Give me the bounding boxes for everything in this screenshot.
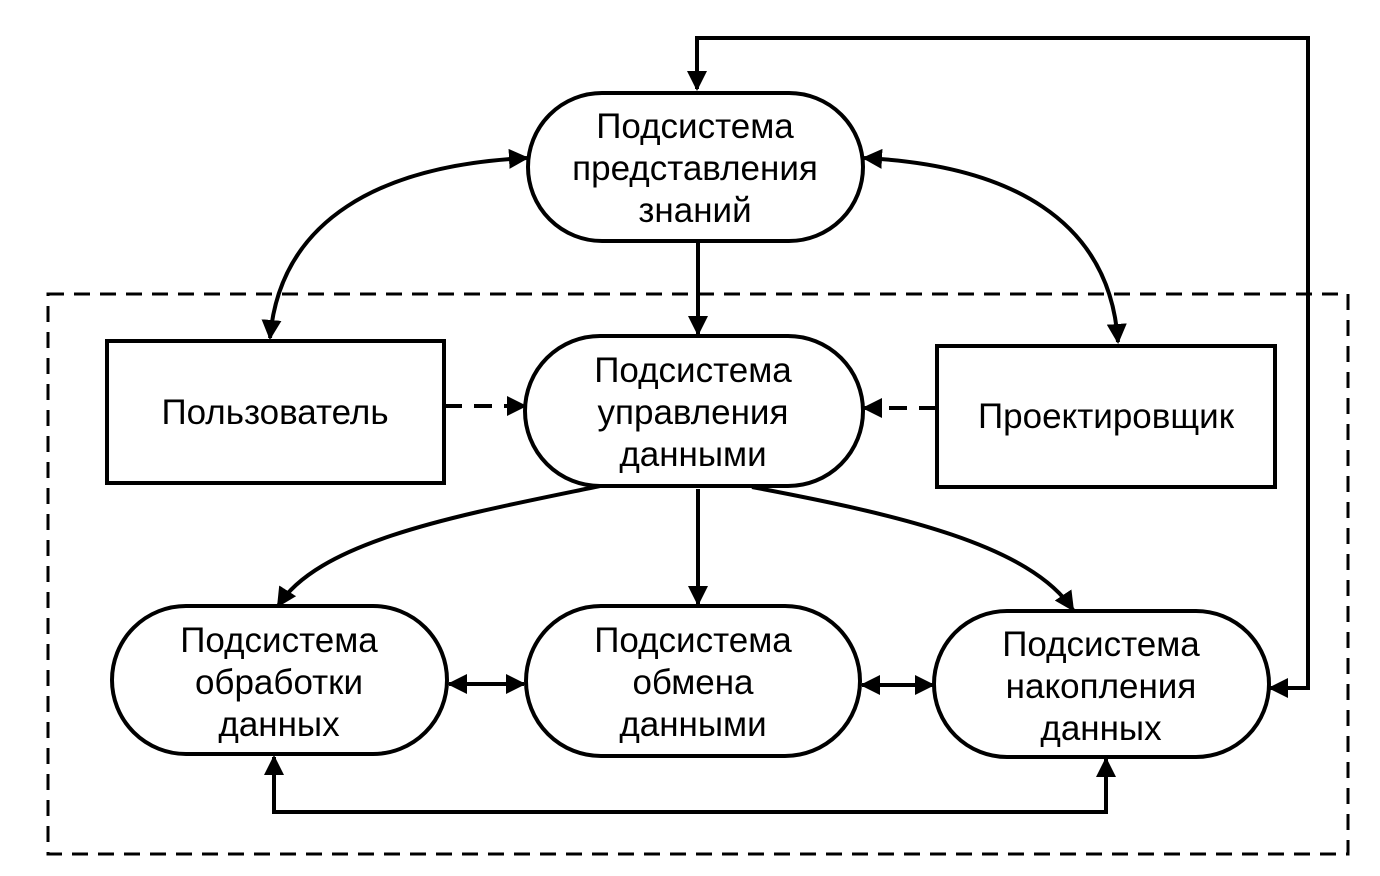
node-management-line-2: управления bbox=[598, 393, 789, 432]
node-knowledge: Подсистема представления знаний bbox=[526, 91, 865, 243]
edges bbox=[261, 36, 1310, 814]
node-processing: Подсистема обработки данных bbox=[110, 604, 449, 756]
node-accumulation-line-1: Подсистема bbox=[1002, 625, 1200, 664]
node-processing-line-2: обработки bbox=[195, 663, 363, 702]
node-exchange-line-2: обмена bbox=[632, 663, 754, 702]
edge-knowledge-accumulation bbox=[687, 36, 1310, 698]
node-management-line-1: Подсистема bbox=[594, 351, 792, 390]
edge-knowledge-designer bbox=[862, 148, 1127, 344]
edge-processing-accumulation bbox=[264, 755, 1116, 814]
node-knowledge-line-2: представления bbox=[572, 149, 818, 188]
node-management: Подсистема управления данными bbox=[523, 334, 865, 488]
edge-knowledge-user bbox=[261, 148, 529, 340]
node-processing-line-1: Подсистема bbox=[180, 621, 378, 660]
node-accumulation-line-2: накопления bbox=[1006, 667, 1197, 706]
node-user-label: Пользователь bbox=[161, 393, 388, 432]
node-exchange-line-1: Подсистема bbox=[594, 621, 792, 660]
node-processing-line-3: данных bbox=[218, 705, 340, 744]
edge-management-accumulation bbox=[751, 485, 1075, 612]
edge-management-processing bbox=[276, 484, 601, 608]
node-knowledge-line-3: знаний bbox=[638, 191, 751, 230]
node-knowledge-line-1: Подсистема bbox=[596, 107, 794, 146]
node-exchange-line-3: данными bbox=[619, 705, 766, 744]
node-accumulation: Подсистема накопления данных bbox=[932, 609, 1271, 759]
node-accumulation-line-3: данных bbox=[1040, 709, 1162, 748]
node-designer-label: Проектировщик bbox=[978, 397, 1235, 436]
node-user: Пользователь bbox=[105, 339, 446, 485]
node-management-line-3: данными bbox=[619, 435, 766, 474]
node-exchange: Подсистема обмена данными bbox=[524, 604, 862, 758]
node-designer: Проектировщик bbox=[935, 344, 1277, 489]
